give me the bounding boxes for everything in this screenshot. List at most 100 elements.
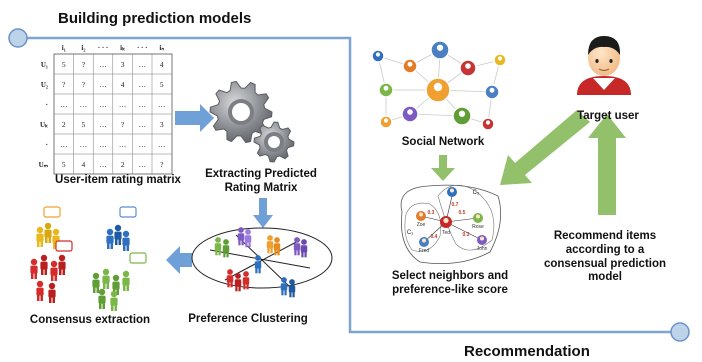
matrix-cell: 2 (62, 120, 66, 129)
matrix-cell: … (138, 60, 146, 69)
matrix-cell: 4 (82, 160, 86, 169)
matrix-cell: ? (82, 60, 86, 69)
consensus-person-icon (122, 230, 130, 251)
arrow-social-to-neighbors (431, 155, 455, 181)
matrix-cell: 4 (160, 60, 164, 69)
neighbor-name: Rose (472, 224, 484, 230)
clustering-person-icon (242, 271, 250, 290)
flow-arrows (166, 104, 273, 274)
frame-end-node (670, 322, 690, 342)
clustering-person-icon (222, 239, 230, 258)
matrix-cell: … (99, 100, 107, 109)
neighbor-edge (445, 221, 483, 241)
neighbor-score: 0.3 (428, 210, 435, 216)
consensus-person-icon (48, 282, 56, 303)
recommend-arrows (431, 110, 626, 215)
matrix-cell: … (138, 120, 146, 129)
matrix-column-header: i₂ (81, 44, 85, 52)
neighbor-score: 0.7 (452, 202, 459, 208)
consensus-person-icon (36, 280, 44, 301)
matrix-column-header: i₁ (62, 44, 66, 52)
neighbor-score: 0.3 (463, 232, 470, 238)
consensus-person-icon (102, 268, 110, 289)
matrix-column-header: · · · (137, 44, 148, 52)
clustering-person-icon (214, 237, 222, 256)
clustering-person-icon (266, 235, 274, 254)
neighborhood-boundary (400, 184, 502, 264)
arrow-gears-to-clustering (253, 198, 273, 228)
matrix-cell: ? (121, 120, 125, 129)
arrow-recommend-to-target (588, 114, 626, 215)
clustering-person-icon (244, 229, 252, 248)
consensus-person-icon (40, 254, 48, 275)
matrix-cell: 4 (121, 80, 125, 89)
matrix-cell: … (119, 100, 127, 109)
matrix-row-header: Uₖ (40, 121, 48, 129)
matrix-column-header: iₖ (120, 44, 125, 52)
clustering-person-icon (237, 227, 245, 246)
consensus-person-icon (44, 222, 52, 243)
consensus-person-icon (30, 258, 38, 279)
consensus-extraction-graphic (30, 206, 147, 311)
social-network-graphic (371, 40, 507, 131)
consensus-person-icon (106, 228, 114, 249)
arrow-target-to-neighbors (500, 110, 590, 185)
speech-bubble-icon (129, 252, 147, 264)
matrix-cell: 2 (121, 160, 125, 169)
target-user-avatar (577, 36, 631, 95)
clustering-person-icon (288, 279, 296, 298)
consensus-person-icon (50, 260, 58, 281)
consensus-person-icon (122, 270, 130, 291)
speech-bubble-icon (43, 206, 61, 218)
matrix-cell: … (99, 80, 107, 89)
matrix-cell: … (138, 160, 146, 169)
clustering-person-icon (300, 239, 308, 258)
arrow-matrix-to-gears (175, 104, 214, 132)
matrix-cell: 5 (62, 60, 66, 69)
cluster-c1-boundary (404, 202, 442, 252)
neighbor-score: 0.4 (431, 234, 438, 240)
frame-start-node (8, 28, 28, 48)
matrix-cell: … (138, 80, 146, 89)
matrix-cell: 5 (82, 120, 86, 129)
building-title: Building prediction models (58, 10, 252, 27)
preference-clustering-graphic (191, 227, 333, 298)
recommendation-title: Recommendation (464, 343, 590, 360)
consensus-person-icon (98, 288, 106, 309)
matrix-cell: … (80, 100, 88, 109)
matrix-cell: … (60, 140, 68, 149)
clustering-person-icon (254, 255, 262, 274)
speech-bubble-icon (119, 206, 137, 218)
extracting-label: Extracting Predicted Rating Matrix (205, 168, 317, 194)
preference-clustering-label: Preference Clustering (188, 313, 308, 325)
matrix-cell: 5 (160, 80, 164, 89)
matrix-row-header: U₁ (41, 61, 48, 69)
matrix-cell: ? (82, 80, 86, 89)
small-gear-hole (268, 136, 280, 148)
neighbor-name: John (477, 246, 488, 252)
consensus-person-icon (110, 290, 118, 311)
select-neighbors-label: Select neighbors and preference-like sco… (391, 270, 509, 296)
rating-matrix-label: User-item rating matrix (55, 174, 181, 186)
clustering-person-icon (234, 273, 242, 292)
clustering-person-icon (293, 237, 301, 256)
matrix-cell: ? (160, 160, 164, 169)
social-network-label: Social Network (401, 136, 485, 148)
matrix-cell: … (158, 100, 166, 109)
matrix-row-header: U₂ (41, 81, 48, 89)
matrix-cell: … (99, 160, 107, 169)
matrix-column-header: iₙ (159, 44, 164, 52)
matrix-row-header: Uₘ (39, 161, 49, 169)
matrix-cell: … (99, 140, 107, 149)
neighbor-score: 0.5 (459, 210, 466, 216)
matrix-cell: … (158, 140, 166, 149)
cluster-label: C₁ (407, 230, 413, 236)
matrix-row-header: · (46, 101, 48, 109)
neighbor-name: Zoe (417, 222, 426, 228)
clustering-person-icon (226, 269, 234, 288)
speech-bubble-icon (55, 240, 73, 252)
matrix-cell: ? (62, 80, 66, 89)
matrix-cell: … (60, 100, 68, 109)
